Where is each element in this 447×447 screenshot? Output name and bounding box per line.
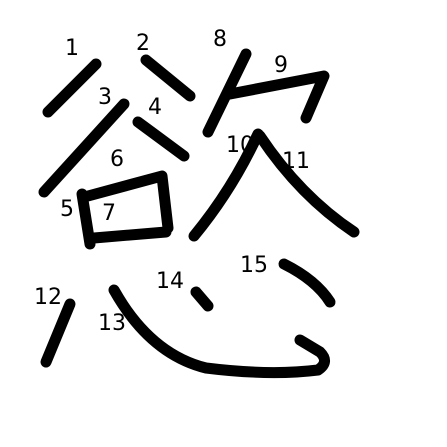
stroke-11 — [254, 130, 360, 238]
stroke-number-8: 8 — [213, 27, 227, 52]
stroke-number-12: 12 — [34, 285, 62, 310]
stroke-9 — [224, 70, 330, 124]
stroke-number-14: 14 — [156, 269, 184, 294]
stroke-number-11: 11 — [282, 149, 310, 174]
stroke-14 — [190, 286, 214, 312]
stroke-4 — [132, 116, 190, 162]
stroke-12 — [40, 298, 76, 368]
stroke-number-4: 4 — [148, 95, 162, 120]
stroke-10 — [188, 128, 264, 242]
stroke-3 — [38, 98, 130, 198]
stroke-15 — [278, 258, 336, 308]
stroke-number-6: 6 — [110, 147, 124, 172]
stroke-2 — [140, 54, 196, 102]
stroke-number-3: 3 — [98, 85, 112, 110]
stroke-number-10: 10 — [226, 133, 254, 158]
stroke-6 — [82, 170, 174, 234]
stroke-1 — [42, 58, 102, 118]
stroke-number-1: 1 — [65, 36, 79, 61]
stroke-number-9: 9 — [274, 53, 288, 78]
stroke-5 — [76, 188, 96, 250]
stroke-7 — [88, 226, 172, 244]
stroke-number-5: 5 — [60, 197, 74, 222]
stroke-13 — [108, 284, 330, 379]
stroke-number-13: 13 — [98, 311, 126, 336]
stroke-number-2: 2 — [136, 31, 150, 56]
stroke-number-7: 7 — [102, 201, 116, 226]
stroke-number-15: 15 — [240, 253, 268, 278]
